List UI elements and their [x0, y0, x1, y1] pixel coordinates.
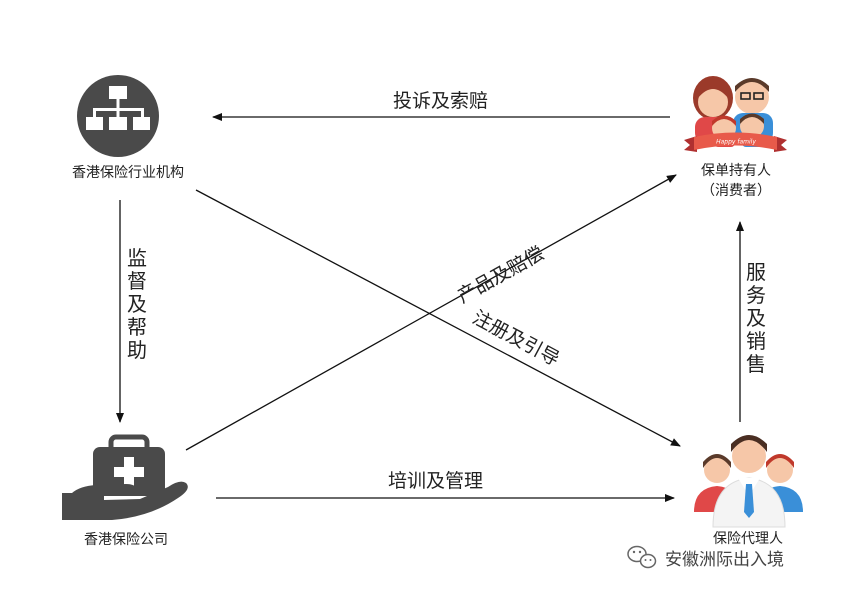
edge-register-arrow: [195, 189, 681, 447]
family-label: 保单持有人: [701, 163, 771, 179]
edge-complaint-label: 投诉及索赔: [393, 90, 489, 112]
family-sublabel: （消费者）: [701, 183, 771, 199]
edge-supervision-label: 监督及帮助: [127, 246, 147, 362]
family-banner-text: Happy family: [716, 139, 756, 146]
edge-products-arrow: [185, 174, 677, 451]
edge-training-label: 培训及管理: [388, 470, 484, 492]
wechat-icon: [627, 545, 657, 569]
edge-service-label: 服务及销售: [746, 260, 766, 376]
watermark-text: 安徽洲际出入境: [665, 550, 784, 570]
medical-kit-hand-icon: [62, 434, 188, 520]
org-chart-icon: [77, 75, 159, 157]
agents-group-icon: [694, 435, 803, 528]
company-label: 香港保险公司: [84, 532, 168, 548]
family-icon: Happy family: [684, 76, 787, 152]
agent-label: 保险代理人: [713, 531, 783, 547]
org-label: 香港保险行业机构: [72, 165, 184, 181]
